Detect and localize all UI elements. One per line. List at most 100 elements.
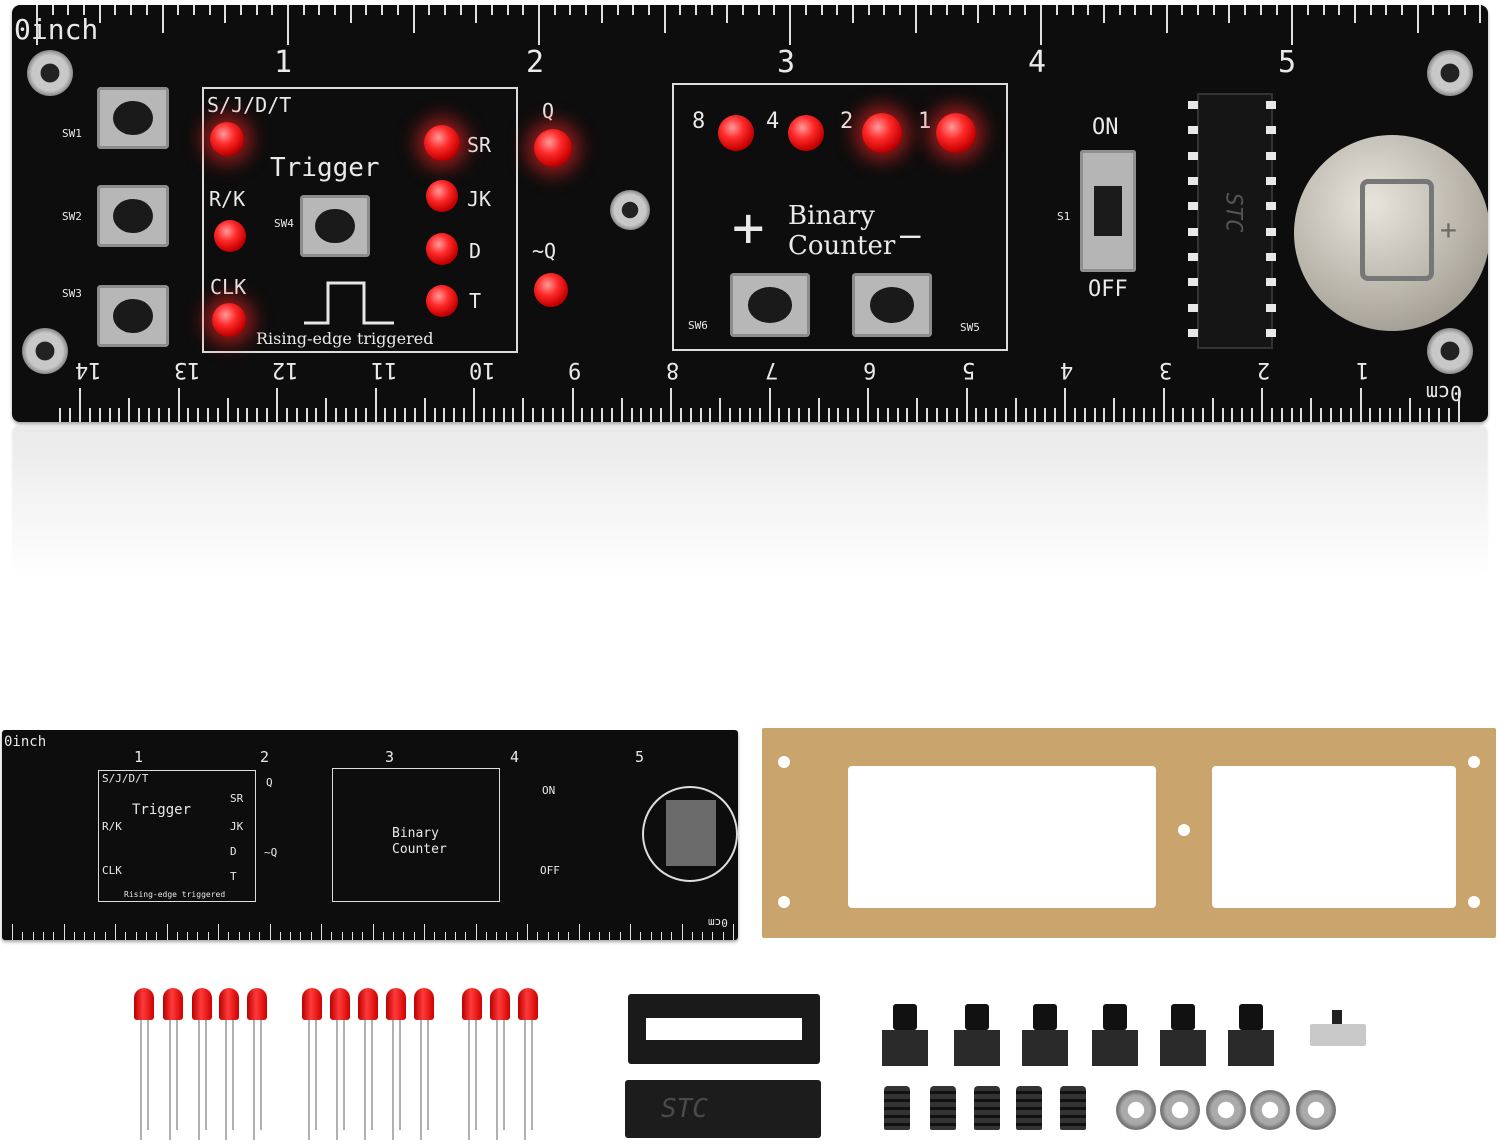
inch-tick xyxy=(1479,5,1482,23)
inch-tick xyxy=(1071,5,1074,15)
inch-tick xyxy=(616,5,619,15)
sw5-label: SW5 xyxy=(960,321,980,334)
cm-mark-9: 9 xyxy=(567,357,581,382)
bare-tick xyxy=(424,924,425,940)
cm-tick xyxy=(364,408,367,422)
bare-trigger-title: Trigger xyxy=(132,802,192,818)
bare-inch-2: 2 xyxy=(260,748,270,766)
bare-tick xyxy=(702,932,704,940)
center-nut xyxy=(610,190,650,230)
cm-tick xyxy=(591,408,594,422)
inch-label: 0inch xyxy=(14,13,99,46)
cm-tick xyxy=(197,408,200,422)
acrylic-hole xyxy=(1468,756,1480,768)
bare-cm-label: 0cm xyxy=(708,916,728,929)
inch-tick xyxy=(287,5,290,45)
cm-tick xyxy=(256,408,259,422)
cm-tick xyxy=(1310,398,1313,422)
inch-mark-1: 1 xyxy=(274,45,293,80)
inch-tick xyxy=(851,5,854,23)
input-clk-label: CLK xyxy=(210,275,247,299)
bare-tick xyxy=(362,932,364,940)
power-slide-switch[interactable] xyxy=(1080,150,1136,272)
bare-tick xyxy=(527,924,528,940)
cm-tick xyxy=(147,408,150,422)
bare-tick xyxy=(496,932,498,940)
cm-tick xyxy=(1438,408,1441,422)
cm-tick xyxy=(551,408,554,422)
cm-mark-11: 11 xyxy=(370,357,398,382)
cm-mark-12: 12 xyxy=(272,357,299,382)
cm-tick xyxy=(1211,398,1214,422)
bare-tick xyxy=(650,932,652,940)
bare-tick xyxy=(259,932,261,940)
sw6-count-up-button[interactable] xyxy=(730,273,810,337)
led-bit-4 xyxy=(788,115,824,151)
cm-mark-10: 10 xyxy=(469,357,496,382)
bare-inch-1: 1 xyxy=(134,748,144,766)
tact-switch-plunger xyxy=(1239,1004,1263,1030)
inch-tick xyxy=(1259,5,1262,15)
acrylic-cover-plate xyxy=(762,728,1496,938)
loose-tact-switch xyxy=(954,1030,1000,1066)
bare-caption: Rising-edge triggered xyxy=(124,890,226,899)
inch-tick xyxy=(710,5,713,15)
input-rk-label: R/K xyxy=(209,187,246,211)
inch-tick xyxy=(1275,5,1278,15)
cm-tick xyxy=(335,408,338,422)
inch-tick xyxy=(1401,5,1404,15)
acrylic-window-right xyxy=(1212,766,1456,908)
led-lead xyxy=(315,1020,317,1130)
cm-tick xyxy=(325,398,328,422)
sw2-button[interactable] xyxy=(97,185,169,247)
cm-tick xyxy=(374,388,377,422)
counter-minus: — xyxy=(900,215,921,255)
cm-tick xyxy=(1320,408,1323,422)
cm-tick xyxy=(945,408,948,422)
cm-tick xyxy=(443,408,446,422)
cm-tick xyxy=(561,408,564,422)
bare-tick xyxy=(506,932,508,940)
inch-tick xyxy=(475,5,478,23)
bare-tick xyxy=(22,932,24,940)
bare-tick xyxy=(63,924,65,940)
cm-mark-3: 3 xyxy=(1158,357,1172,382)
inch-tick xyxy=(553,5,556,15)
bare-tick xyxy=(671,932,673,940)
sw5-count-down-button[interactable] xyxy=(852,273,932,337)
trigger-title: Trigger xyxy=(270,153,380,183)
inch-tick xyxy=(1306,5,1309,15)
bare-tick xyxy=(290,932,292,940)
sw4-button[interactable] xyxy=(300,195,370,257)
inch-tick xyxy=(1040,5,1043,45)
cm-tick xyxy=(216,408,219,422)
sw1-button[interactable] xyxy=(97,87,169,149)
inch-tick xyxy=(36,5,38,45)
led-clk xyxy=(212,303,246,337)
cm-tick xyxy=(463,408,466,422)
inch-tick xyxy=(820,5,823,15)
led-lead xyxy=(468,1020,470,1140)
cm-tick xyxy=(817,398,820,422)
sw3-button[interactable] xyxy=(97,285,169,347)
cm-tick xyxy=(512,408,515,422)
cm-tick xyxy=(1379,408,1382,422)
bare-tick xyxy=(733,924,734,940)
inch-tick xyxy=(349,5,352,23)
trigger-frame xyxy=(202,87,518,353)
led-lead xyxy=(531,1020,533,1130)
led-lead xyxy=(176,1020,178,1130)
cm-tick xyxy=(1221,408,1224,422)
cm-tick xyxy=(1201,408,1204,422)
bare-counter-line2: Counter xyxy=(392,842,447,857)
inch-tick xyxy=(898,5,901,15)
bare-tick xyxy=(197,932,199,940)
led-lead xyxy=(420,1020,422,1140)
corner-nut xyxy=(1427,328,1473,374)
led-lens xyxy=(192,988,212,1020)
cm-tick xyxy=(896,408,899,422)
acrylic-hole xyxy=(778,756,790,768)
bare-tick xyxy=(691,932,693,940)
led-lead xyxy=(308,1020,310,1140)
inch-tick xyxy=(961,5,964,15)
